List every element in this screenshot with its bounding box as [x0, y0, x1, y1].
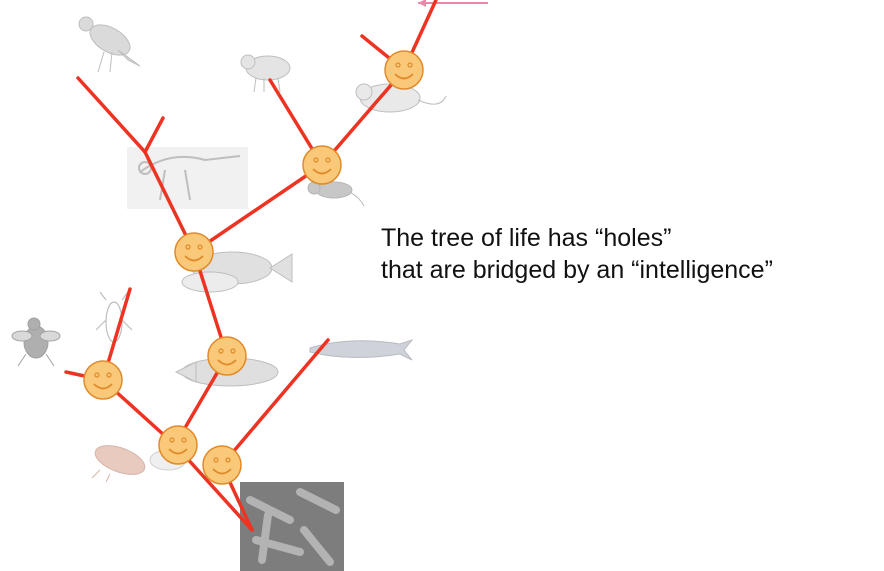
caption: The tree of life has “holes” that are br…: [381, 222, 773, 286]
arthropod-sketch: [91, 445, 146, 483]
bacteria-micrograph: [240, 482, 344, 571]
caption-line-1: The tree of life has “holes”: [381, 224, 672, 252]
smiley-icon: [202, 445, 242, 485]
smiley-icon: [384, 50, 424, 90]
smiley-icon: [207, 336, 247, 376]
dinosaur-skeleton-sketch: [127, 147, 248, 209]
caption-line-2: that are bridged by an “intelligence”: [381, 256, 773, 284]
shark-sketch: [309, 338, 414, 361]
fly-sketch: [11, 317, 61, 367]
smiley-nodes: [83, 50, 424, 485]
bird-sketch: [78, 16, 141, 73]
mammal-sketch: [240, 54, 291, 93]
smiley-icon: [302, 145, 342, 185]
primate-sketch: [307, 181, 365, 207]
top-arrow: [418, 0, 488, 7]
smiley-icon: [83, 360, 123, 400]
smiley-icon: [174, 232, 214, 272]
smiley-icon: [158, 425, 198, 465]
